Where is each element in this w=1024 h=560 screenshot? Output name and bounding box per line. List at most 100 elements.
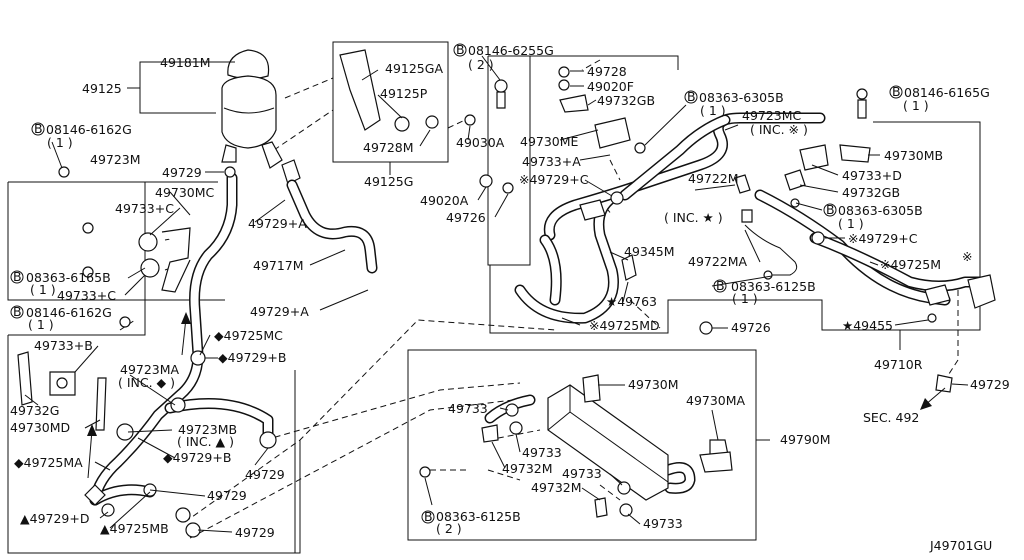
- label-49733-c: 49733: [562, 466, 602, 481]
- qty-1: ( 1 ): [838, 216, 864, 231]
- qty-1: ( 1 ): [30, 282, 56, 297]
- label-49733C-b: 49733+C: [57, 288, 116, 303]
- label-49728: 49728: [587, 64, 627, 79]
- qty-2: ( 2 ): [436, 521, 462, 536]
- label-49730MD: 49730MD: [10, 420, 70, 435]
- label-49733B: 49733+B: [34, 338, 93, 353]
- inc-note: ( INC. ▲ ): [177, 434, 234, 449]
- label-49723MB: 49723MB: [178, 422, 237, 437]
- label-49181M: 49181M: [160, 55, 211, 70]
- inc-note: ( INC. ★ ): [664, 210, 723, 225]
- label-49733-d: 49733: [643, 516, 683, 531]
- circled-b-markers: B B B B B B B B B: [10, 42, 903, 524]
- label-49725M: ※49725M: [880, 257, 941, 272]
- qty-1: ( 1 ): [47, 135, 73, 150]
- label-49710R: 49710R: [874, 357, 923, 372]
- label-49728M: 49728M: [363, 140, 414, 155]
- label-49730M: 49730M: [628, 377, 679, 392]
- label-49729C-a: ※49729+C: [519, 172, 589, 187]
- leader-lines: [24, 55, 969, 533]
- label-49729-r: 49729: [970, 377, 1010, 392]
- label-49729-b1: 49729: [207, 488, 247, 503]
- reservoir-tank: [221, 49, 301, 185]
- qty-1: ( 1 ): [700, 103, 726, 118]
- label-08363-6305B-a: 08363-6305B: [699, 90, 784, 105]
- label-49729A-a: 49729+A: [248, 216, 307, 231]
- qty-1: ( 1 ): [903, 98, 929, 113]
- label-49729-m: 49729: [245, 467, 285, 482]
- part-labels: 49181M 49125 49125GA 49125P 49728M 49125…: [10, 43, 1010, 553]
- inc-note: ( INC. ◆ ): [118, 375, 175, 390]
- label-49717M: 49717M: [253, 258, 304, 273]
- label-49733-b: 49733: [522, 445, 562, 460]
- label-49125G: 49125G: [364, 174, 413, 189]
- label-49723MA: 49723MA: [120, 362, 180, 377]
- label-49345M: 49345M: [624, 244, 675, 259]
- label-49726-b: 49726: [731, 320, 771, 335]
- label-49733C-a: 49733+C: [115, 201, 174, 216]
- label-49722M: 49722M: [688, 171, 739, 186]
- b-marker: B: [13, 269, 22, 284]
- inc-note: ( INC. ※ ): [750, 122, 808, 137]
- label-49790M: 49790M: [780, 432, 831, 447]
- label-49020F: 49020F: [587, 79, 634, 94]
- label-49726-a: 49726: [446, 210, 486, 225]
- direction-arrows: [87, 312, 946, 479]
- label-49725MC: ◆49725MC: [214, 328, 283, 343]
- label-49723MC: 49723MC: [742, 108, 802, 123]
- star-mark: ※: [962, 249, 972, 264]
- label-08146-6162G-b: 08146-6162G: [26, 305, 112, 320]
- label-49725MD: ※49725MD: [589, 318, 660, 333]
- frame-lines: [7, 41, 981, 554]
- label-49125P: 49125P: [380, 86, 428, 101]
- label-49733-a: 49733: [448, 401, 488, 416]
- qty-2: ( 2 ): [468, 57, 494, 72]
- label-08363-6305B-b: 08363-6305B: [838, 203, 923, 218]
- label-49730MC: 49730MC: [155, 185, 215, 200]
- label-49722MA: 49722MA: [688, 254, 748, 269]
- label-49729A-b: 49729+A: [250, 304, 309, 319]
- label-49725MA: ◆49725MA: [14, 455, 83, 470]
- label-49729D: ▲49729+D: [20, 511, 89, 526]
- label-49125GA: 49125GA: [385, 61, 443, 76]
- label-49729-t: 49729: [162, 165, 202, 180]
- b-marker: B: [13, 304, 22, 319]
- label-49732M-b: 49732M: [531, 480, 582, 495]
- label-49729B-b: ◆49729+B: [163, 450, 231, 465]
- b-marker: B: [826, 202, 835, 217]
- label-49729-b2: 49729: [235, 525, 275, 540]
- oil-cooler: [547, 384, 669, 501]
- label-49730MB: 49730MB: [884, 148, 943, 163]
- label-49730MA: 49730MA: [686, 393, 746, 408]
- label-08146-6165G: 08146-6165G: [904, 85, 990, 100]
- sec-reference: SEC. 492: [863, 410, 919, 425]
- label-49725MB: ▲49725MB: [100, 521, 169, 536]
- label-49723M: 49723M: [90, 152, 141, 167]
- label-49732GB-b: 49732GB: [842, 185, 900, 200]
- b-marker: B: [424, 509, 433, 524]
- label-49730ME: 49730ME: [520, 134, 579, 149]
- qty-1: ( 1 ): [732, 291, 758, 306]
- label-49455: ★49455: [842, 318, 893, 333]
- label-08146-6162G-a: 08146-6162G: [46, 122, 132, 137]
- diagram-code: J49701GU: [929, 538, 992, 553]
- b-marker: B: [892, 84, 901, 99]
- b-marker: B: [687, 89, 696, 104]
- b-marker: B: [34, 121, 43, 136]
- label-49732GB-a: 49732GB: [597, 93, 655, 108]
- label-49729B-a: ◆49729+B: [218, 350, 286, 365]
- label-08146-6255G: 08146-6255G: [468, 43, 554, 58]
- label-49733D: 49733+D: [842, 168, 902, 183]
- label-49030A: 49030A: [456, 135, 505, 150]
- label-49020A: 49020A: [420, 193, 469, 208]
- label-08363-6165B: 08363-6165B: [26, 270, 111, 285]
- label-49733A: 49733+A: [522, 154, 581, 169]
- label-08363-6125B-a: 08363-6125B: [731, 279, 816, 294]
- b-marker: B: [456, 42, 465, 57]
- small-parts: [17, 49, 996, 538]
- label-49732G: 49732G: [10, 403, 59, 418]
- b-marker: B: [716, 278, 725, 293]
- qty-1: ( 1 ): [28, 317, 54, 332]
- label-49125: 49125: [82, 81, 122, 96]
